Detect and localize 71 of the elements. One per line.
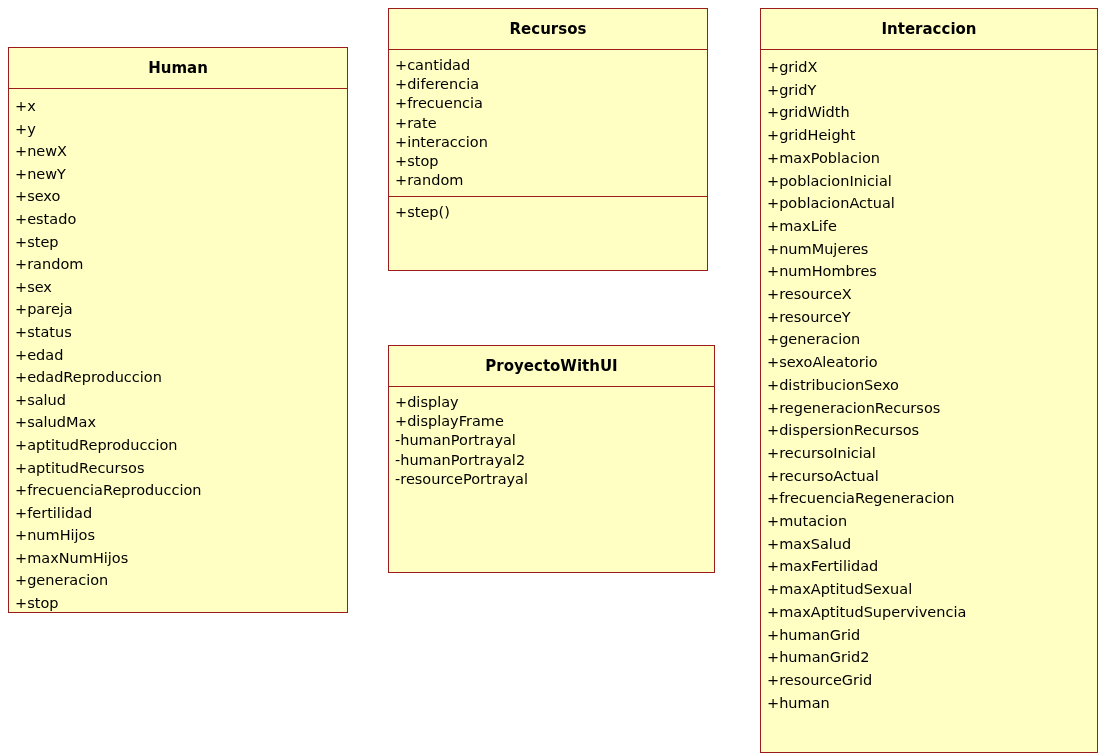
class-name: ProyectoWithUI (485, 357, 618, 375)
member-text: +generacion (767, 330, 861, 350)
member-text: +x (15, 97, 36, 116)
member-text: +maxLife (767, 216, 837, 236)
member-text: +interaccion (395, 132, 488, 152)
member-text: +pareja (15, 300, 73, 320)
member-text: +aptitudRecursos (15, 458, 145, 478)
member-text: +edad (15, 345, 64, 365)
member-text: +frecuencia (395, 94, 483, 114)
member-text: +recursoInicial (767, 443, 876, 463)
member-text: +regeneracionRecursos (767, 398, 941, 418)
member-text: +resourceX (767, 285, 852, 305)
member-text: +newY (15, 164, 66, 184)
member-text: +maxAptitudSexual (767, 580, 913, 600)
member-text: +generacion (15, 571, 109, 591)
member-text: -resourcePortrayal (395, 469, 529, 489)
member-text: +gridY (767, 80, 817, 100)
member-text: +mutacion (767, 512, 848, 532)
member-text: +y (15, 119, 36, 139)
class-name: Interaccion (881, 20, 977, 38)
member-text: +poblacionInicial (767, 171, 892, 191)
member-text: +humanGrid2 (767, 648, 870, 668)
member-text: +maxSalud (767, 534, 852, 554)
member-text: +fertilidad (15, 503, 93, 523)
member-text: +resourceY (767, 307, 851, 327)
member-text: +sexoAleatorio (767, 353, 878, 373)
member-text: +saludMax (15, 413, 96, 433)
member-text: +maxFertilidad (767, 557, 879, 577)
member-text: +displayFrame (395, 412, 504, 432)
member-text: +sex (15, 277, 52, 297)
member-text: +cantidad (395, 56, 471, 75)
member-text: -humanPortrayal (395, 431, 516, 451)
member-text: +gridHeight (767, 126, 856, 146)
member-text: +stop (15, 594, 59, 614)
member-text: +step (15, 232, 59, 252)
member-text: +numMujeres (767, 239, 869, 259)
member-text: +recursoActual (767, 466, 879, 486)
member-text: +humanGrid (767, 625, 861, 645)
member-text: +stop (395, 152, 439, 171)
member-text: +sexo (15, 187, 61, 207)
member-text: +resourceGrid (767, 671, 873, 690)
member-text: +distribucionSexo (767, 375, 899, 395)
member-text: +rate (395, 113, 437, 133)
member-text: +frecuenciaRegeneracion (767, 489, 955, 509)
member-text: +newX (15, 142, 68, 162)
member-text: +numHombres (767, 262, 877, 282)
class-box (388, 8, 708, 271)
class-name: Human (148, 59, 208, 77)
member-text: +dispersionRecursos (767, 421, 920, 441)
member-text: +gridWidth (767, 103, 850, 123)
member-text: +random (395, 171, 464, 191)
member-text: +salud (15, 390, 66, 410)
member-text: +maxPoblacion (767, 148, 881, 168)
member-text: +maxNumHijos (15, 548, 129, 568)
member-text: +numHijos (15, 526, 96, 546)
member-text: +poblacionActual (767, 194, 895, 214)
member-text: +gridX (767, 58, 818, 77)
member-text: +diferencia (395, 75, 480, 95)
member-text: +estado (15, 209, 77, 229)
member-text: +step() (395, 203, 450, 223)
member-text: +maxAptitudSupervivencia (767, 602, 967, 622)
class-box (388, 345, 715, 573)
member-text: +status (15, 322, 72, 342)
member-text: +random (15, 255, 84, 275)
member-text: +edadReproduccion (15, 368, 162, 388)
member-text: -humanPortrayal2 (395, 450, 526, 470)
member-text: +human (767, 693, 830, 713)
member-text: +frecuenciaReproduccion (15, 481, 202, 501)
member-text: +aptitudReproduccion (15, 435, 178, 455)
member-text: +display (395, 393, 459, 412)
class-name: Recursos (509, 20, 587, 38)
